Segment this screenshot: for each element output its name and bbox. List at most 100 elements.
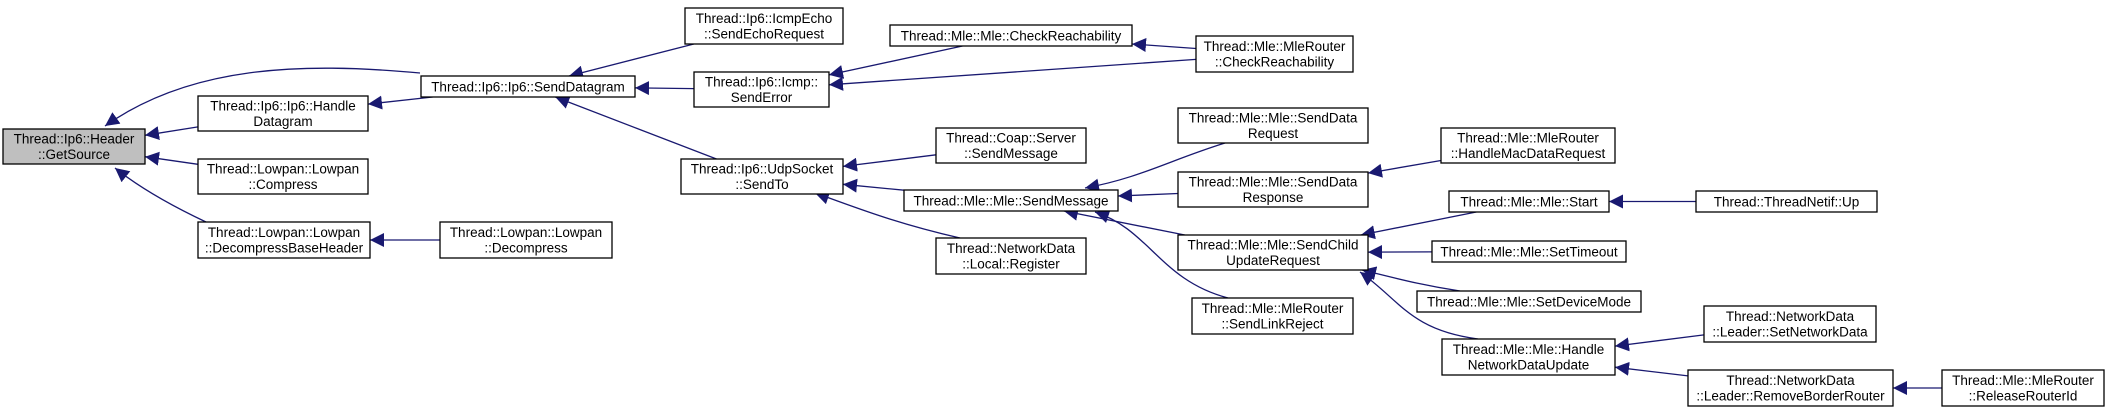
node-label-line: ::Local::Register: [962, 257, 1060, 272]
node-mlerouter-check-reachability[interactable]: Thread::Mle::MleRouter::CheckReachabilit…: [1195, 35, 1354, 73]
node-lowpan-decompress[interactable]: Thread::Lowpan::Lowpan::Decompress: [439, 221, 613, 259]
node-label-line: Thread::Lowpan::Lowpan: [450, 225, 602, 240]
node-box: [1703, 305, 1877, 343]
edge-udpsocket-sendto-to-mle-send-message: [842, 178, 905, 193]
node-mlerouter-release-router-id[interactable]: Thread::Mle::MleRouter::ReleaseRouterId: [1941, 369, 2105, 407]
node-networkdata-local-register[interactable]: Thread::NetworkData::Local::Register: [935, 237, 1087, 275]
node-box: [1448, 190, 1610, 213]
node-mlerouter-handle-mac-data-request[interactable]: Thread::Mle::MleRouter::HandleMacDataReq…: [1440, 127, 1616, 164]
node-label-line: UpdateRequest: [1226, 253, 1320, 268]
node-box: [1695, 190, 1878, 213]
node-label-line: ::DecompressBaseHeader: [205, 241, 364, 256]
node-label-line: Thread::Mle::MleRouter: [1204, 39, 1346, 54]
node-label-line: NetworkDataUpdate: [1468, 358, 1590, 373]
node-box: [1191, 297, 1354, 335]
node-label-line: Thread::Ip6::Ip6::Handle: [210, 99, 356, 114]
node-box: [903, 189, 1119, 212]
node-label-line: Request: [1248, 126, 1299, 141]
edge-mle-send-child-update-request-to-mle-handle-network-data-update: [1359, 271, 1479, 340]
node-mle-check-reachability[interactable]: Thread::Mle::Mle::CheckReachability: [889, 24, 1133, 47]
node-label-line: Datagram: [253, 114, 312, 129]
node-box: [420, 75, 636, 98]
node-box: [439, 221, 613, 259]
node-box: [935, 237, 1087, 275]
node-mle-start[interactable]: Thread::Mle::Mle::Start: [1448, 190, 1610, 213]
edge-icmp-send-error-to-mle-check-reachability: [828, 45, 963, 79]
node-label-line: Thread::Mle::Mle::Start: [1460, 194, 1598, 209]
node-label-line: Thread::NetworkData: [947, 241, 1076, 256]
node-box: [935, 127, 1087, 164]
node-mle-handle-network-data-update[interactable]: Thread::Mle::Mle::HandleNetworkDataUpdat…: [1441, 338, 1616, 376]
node-label-line: ::HandleMacDataRequest: [1451, 146, 1606, 161]
node-label-line: ::ReleaseRouterId: [1969, 389, 2078, 404]
edge-header-getsource-to-lowpan-decompress-base-header: [114, 167, 207, 223]
edge-header-getsource-to-ip6-handle-datagram: [144, 126, 199, 141]
node-icmpecho-send-echo-request[interactable]: Thread::Ip6::IcmpEcho::SendEchoRequest: [684, 7, 844, 45]
node-label-line: Thread::Mle::MleRouter: [1202, 301, 1344, 316]
node-coap-server-send-message[interactable]: Thread::Coap::Server::SendMessage: [935, 127, 1087, 164]
node-mlerouter-send-link-reject[interactable]: Thread::Mle::MleRouter::SendLinkReject: [1191, 297, 1354, 335]
node-header-getsource[interactable]: Thread::Ip6::Header::GetSource: [2, 128, 146, 165]
node-label-line: ::SendMessage: [964, 146, 1058, 161]
edge-mle-handle-network-data-update-to-leader-set-network-data: [1614, 334, 1705, 352]
node-box: [1177, 107, 1369, 144]
node-label-line: Thread::Ip6::Icmp::: [705, 75, 818, 90]
nodes-layer: Thread::Ip6::Header::GetSourceThread::Ip…: [2, 7, 2105, 407]
node-box: [1441, 338, 1616, 376]
node-box: [693, 71, 830, 108]
node-label-line: Thread::ThreadNetif::Up: [1714, 194, 1860, 209]
node-udpsocket-sendto[interactable]: Thread::Ip6::UdpSocket::SendTo: [680, 158, 844, 195]
edge-ip6-send-datagram-to-icmpecho-send-echo-request: [568, 43, 694, 80]
node-box: [1687, 369, 1894, 407]
node-label-line: Thread::NetworkData: [1726, 309, 1855, 324]
node-label-line: Thread::Ip6::Header: [14, 132, 135, 147]
node-box: [1177, 234, 1369, 271]
node-box: [1195, 35, 1354, 73]
node-icmp-send-error[interactable]: Thread::Ip6::Icmp::SendError: [693, 71, 830, 108]
node-label-line: Thread::Coap::Server: [946, 131, 1076, 146]
node-label-line: Thread::Ip6::UdpSocket: [691, 162, 834, 177]
node-box: [1440, 127, 1616, 164]
node-leader-set-network-data[interactable]: Thread::NetworkData::Leader::SetNetworkD…: [1703, 305, 1877, 343]
node-ip6-send-datagram[interactable]: Thread::Ip6::Ip6::SendDatagram: [420, 75, 636, 98]
edge-mle-send-child-update-request-to-mle-set-device-mode: [1361, 266, 1461, 292]
node-label-line: Thread::NetworkData: [1726, 373, 1855, 388]
edge-mle-handle-network-data-update-to-leader-remove-border-router: [1614, 361, 1689, 377]
node-label-line: Response: [1243, 190, 1304, 205]
edge-header-getsource-to-lowpan-compress: [144, 151, 199, 166]
node-label-line: ::CheckReachability: [1215, 55, 1335, 70]
node-label-line: ::Decompress: [484, 241, 568, 256]
node-label-line: Thread::Ip6::IcmpEcho: [696, 11, 833, 26]
node-lowpan-compress[interactable]: Thread::Lowpan::Lowpan::Compress: [197, 158, 369, 195]
node-box: [1431, 240, 1627, 263]
edge-mle-send-message-to-mle-send-data-request: [1084, 142, 1226, 193]
node-mle-set-timeout[interactable]: Thread::Mle::Mle::SetTimeout: [1431, 240, 1627, 263]
edge-udpsocket-sendto-to-coap-server-send-message: [842, 154, 937, 172]
node-mle-send-message[interactable]: Thread::Mle::Mle::SendMessage: [903, 189, 1119, 212]
node-label-line: ::Compress: [248, 177, 317, 192]
node-label-line: Thread::Mle::MleRouter: [1457, 131, 1599, 146]
node-label-line: Thread::Mle::Mle::SendData: [1189, 111, 1358, 126]
edge-mle-send-child-update-request-to-mle-start: [1360, 211, 1477, 240]
node-label-line: Thread::Mle::Mle::SendChild: [1187, 238, 1358, 253]
node-label-line: Thread::Mle::Mle::Handle: [1453, 342, 1605, 357]
node-mle-set-device-mode[interactable]: Thread::Mle::Mle::SetDeviceMode: [1416, 290, 1642, 313]
node-label-line: ::SendLinkReject: [1221, 317, 1323, 332]
edge-mle-send-message-to-mle-send-child-update-request: [1063, 206, 1185, 236]
node-label-line: Thread::Mle::Mle::SetTimeout: [1440, 244, 1618, 259]
node-leader-remove-border-router[interactable]: Thread::NetworkData::Leader::RemoveBorde…: [1687, 369, 1894, 407]
node-label-line: Thread::Mle::Mle::SetDeviceMode: [1427, 294, 1631, 309]
node-threadnetif-up[interactable]: Thread::ThreadNetif::Up: [1695, 190, 1878, 213]
edge-mle-send-message-to-mlerouter-send-link-reject: [1094, 209, 1229, 299]
node-lowpan-decompress-base-header[interactable]: Thread::Lowpan::Lowpan::DecompressBaseHe…: [197, 221, 371, 259]
node-box: [1177, 171, 1369, 208]
node-label-line: ::Leader::SetNetworkData: [1712, 325, 1868, 340]
node-label-line: Thread::Mle::Mle::SendData: [1189, 175, 1358, 190]
node-box: [2, 128, 146, 165]
edge-ip6-send-datagram-to-icmp-send-error: [634, 81, 695, 96]
